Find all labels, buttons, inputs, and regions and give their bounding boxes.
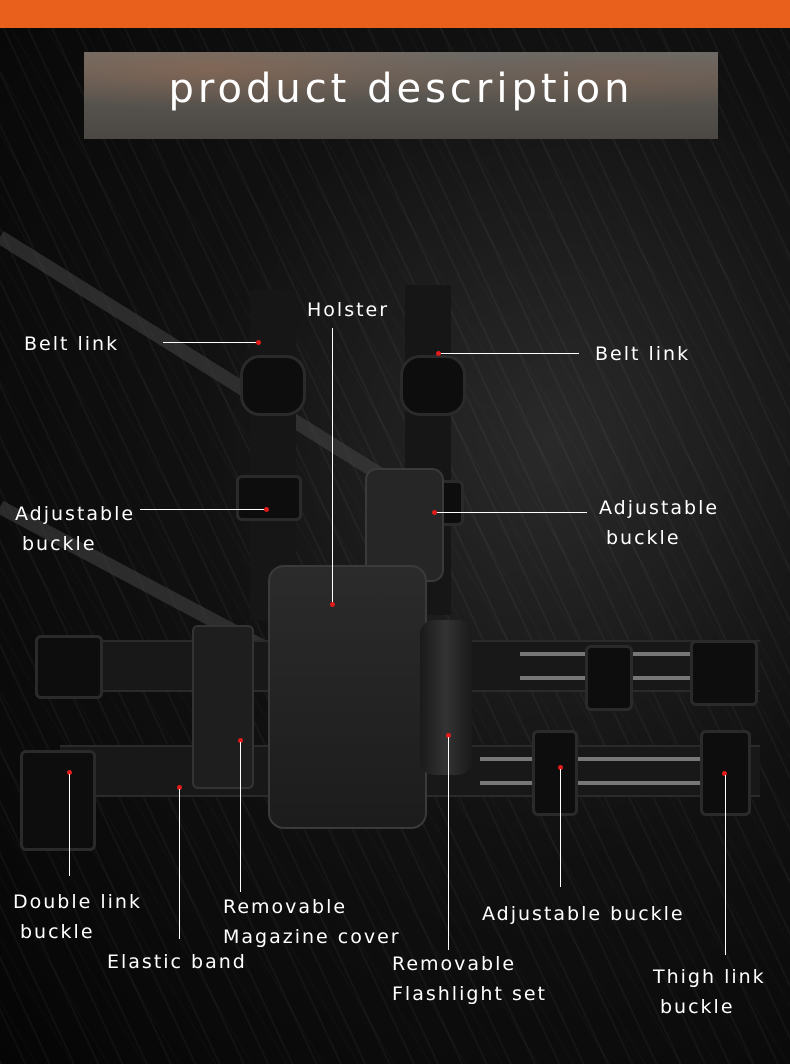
banner: product description	[84, 52, 718, 139]
leader-line	[725, 775, 726, 955]
leader-line	[69, 774, 70, 876]
pointer-dot	[432, 510, 437, 515]
label-holster: Holster	[307, 299, 390, 321]
pointer-dot	[264, 507, 269, 512]
leader-line	[435, 512, 587, 513]
label-belt-link-left: Belt link	[24, 333, 120, 355]
top-accent-bar	[0, 0, 790, 28]
label-adjustable-buckle-right: Adjustable	[599, 497, 720, 519]
leader-line	[140, 509, 266, 510]
banner-title: product description	[168, 66, 634, 112]
leader-line	[560, 769, 561, 887]
leader-line	[439, 353, 579, 354]
label-adjustable-buckle-left: buckle	[22, 533, 97, 555]
label-adjustable-buckle-left: Adjustable	[15, 503, 136, 525]
banner-background-image	[84, 52, 718, 139]
label-magazine-cover: Magazine cover	[223, 926, 401, 948]
label-belt-link-right: Belt link	[595, 343, 691, 365]
label-elastic-band: Elastic band	[107, 951, 247, 973]
label-flashlight-set: Removable	[392, 953, 517, 975]
label-adjustable-buckle-bottom: Adjustable buckle	[482, 903, 685, 925]
leader-line	[332, 328, 333, 605]
pointer-dot	[256, 340, 261, 345]
label-magazine-cover: Removable	[223, 896, 348, 918]
label-thigh-link-buckle: buckle	[660, 996, 735, 1018]
leader-line	[163, 342, 258, 343]
label-thigh-link-buckle: Thigh link	[653, 966, 766, 988]
leader-line	[448, 737, 449, 950]
pointer-dot	[722, 771, 727, 776]
leader-line	[179, 789, 180, 939]
label-flashlight-set: Flashlight set	[392, 983, 547, 1005]
pointer-dot	[446, 733, 451, 738]
pointer-dot	[238, 738, 243, 743]
pointer-dot	[330, 602, 335, 607]
pointer-dot	[436, 351, 441, 356]
pointer-dot	[177, 785, 182, 790]
pointer-dot	[67, 770, 72, 775]
label-adjustable-buckle-right: buckle	[606, 527, 681, 549]
label-double-link-buckle: Double link	[13, 891, 142, 913]
pointer-dot	[558, 765, 563, 770]
label-double-link-buckle: buckle	[20, 921, 95, 943]
leader-line	[240, 742, 241, 892]
